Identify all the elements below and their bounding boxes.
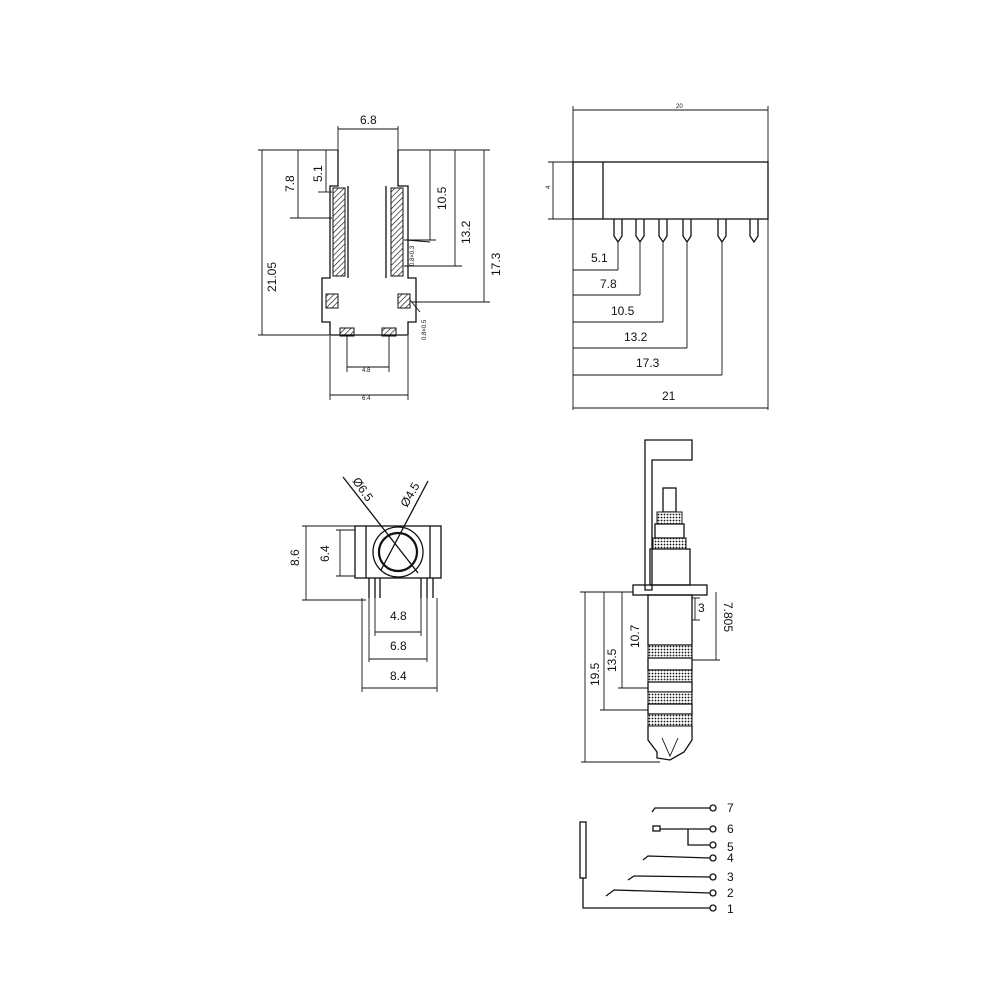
pin-7-terminal (709, 804, 717, 812)
pin-7-label: 7 (727, 801, 734, 815)
top-dim-5-1: 5.1 (591, 251, 608, 265)
pin-5-label: 5 (727, 840, 734, 854)
side-width-label: 6.8 (360, 113, 377, 127)
side-dim-21-05: 21.05 (265, 262, 279, 292)
front-width-8-4: 8.4 (390, 669, 407, 683)
pin-4-label: 4 (727, 851, 734, 865)
pinout-schematic: 7 6 5 4 3 2 1 (579, 801, 734, 916)
front-view: Ø6.5 Ø4.5 8.6 6.4 4.8 6.8 8.4 (288, 475, 442, 692)
side-dim-10-5: 10.5 (435, 186, 449, 210)
plug-dim-13-5: 13.5 (605, 648, 619, 672)
pin-1-terminal (709, 904, 717, 912)
pin-4-terminal (709, 854, 717, 862)
pin-1-label: 1 (727, 902, 734, 916)
side-pin-spacing: 4.8 (362, 368, 371, 374)
side-view: 6.8 0.8×0.3 0.8×0.5 5.1 7.8 21.05 10.5 (258, 113, 503, 402)
side-base-width: 6.4 (362, 396, 371, 402)
top-dim-21: 21 (662, 389, 676, 403)
front-width-4-8: 4.8 (390, 609, 407, 623)
plug-view: 3 7.805 10.7 13.5 19.5 (580, 439, 735, 763)
side-dim-17-3: 17.3 (489, 252, 503, 276)
front-inner-dia: Ø4.5 (397, 480, 422, 510)
top-view: 20 4 5.1 7.8 10.5 13.2 17.3 (546, 104, 769, 410)
pin-6-terminal (709, 825, 717, 833)
side-dim-13-2: 13.2 (459, 220, 473, 244)
pin-2-label: 2 (727, 886, 734, 900)
top-pins (613, 219, 759, 244)
side-dim-5-1: 5.1 (311, 165, 325, 182)
top-overall-length: 20 (676, 104, 683, 110)
pin-2-terminal (709, 889, 717, 897)
pin-3-label: 3 (727, 870, 734, 884)
top-dim-17-3: 17.3 (636, 356, 660, 370)
top-dim-10-5: 10.5 (611, 304, 635, 318)
side-lead-note-2: 0.8×0.5 (422, 319, 428, 340)
side-lead-note-1: 0.8×0.3 (410, 245, 416, 266)
front-pins (368, 578, 434, 598)
front-height-inner: 6.4 (318, 545, 332, 562)
top-dim-13-2: 13.2 (624, 330, 648, 344)
plug-dim-19-5: 19.5 (588, 662, 602, 686)
pin-5-terminal (709, 841, 717, 849)
front-width-6-8: 6.8 (390, 639, 407, 653)
plug-dim-3: 3 (698, 601, 705, 615)
top-height: 4 (546, 185, 552, 189)
pin-3-terminal (709, 873, 717, 881)
pin-6-label: 6 (727, 822, 734, 836)
top-dim-7-8: 7.8 (600, 277, 617, 291)
plug-dim-10-7: 10.7 (628, 624, 642, 648)
side-dim-7-8: 7.8 (283, 175, 297, 192)
plug-dim-7-805: 7.805 (721, 602, 735, 632)
front-height-outer: 8.6 (288, 549, 302, 566)
